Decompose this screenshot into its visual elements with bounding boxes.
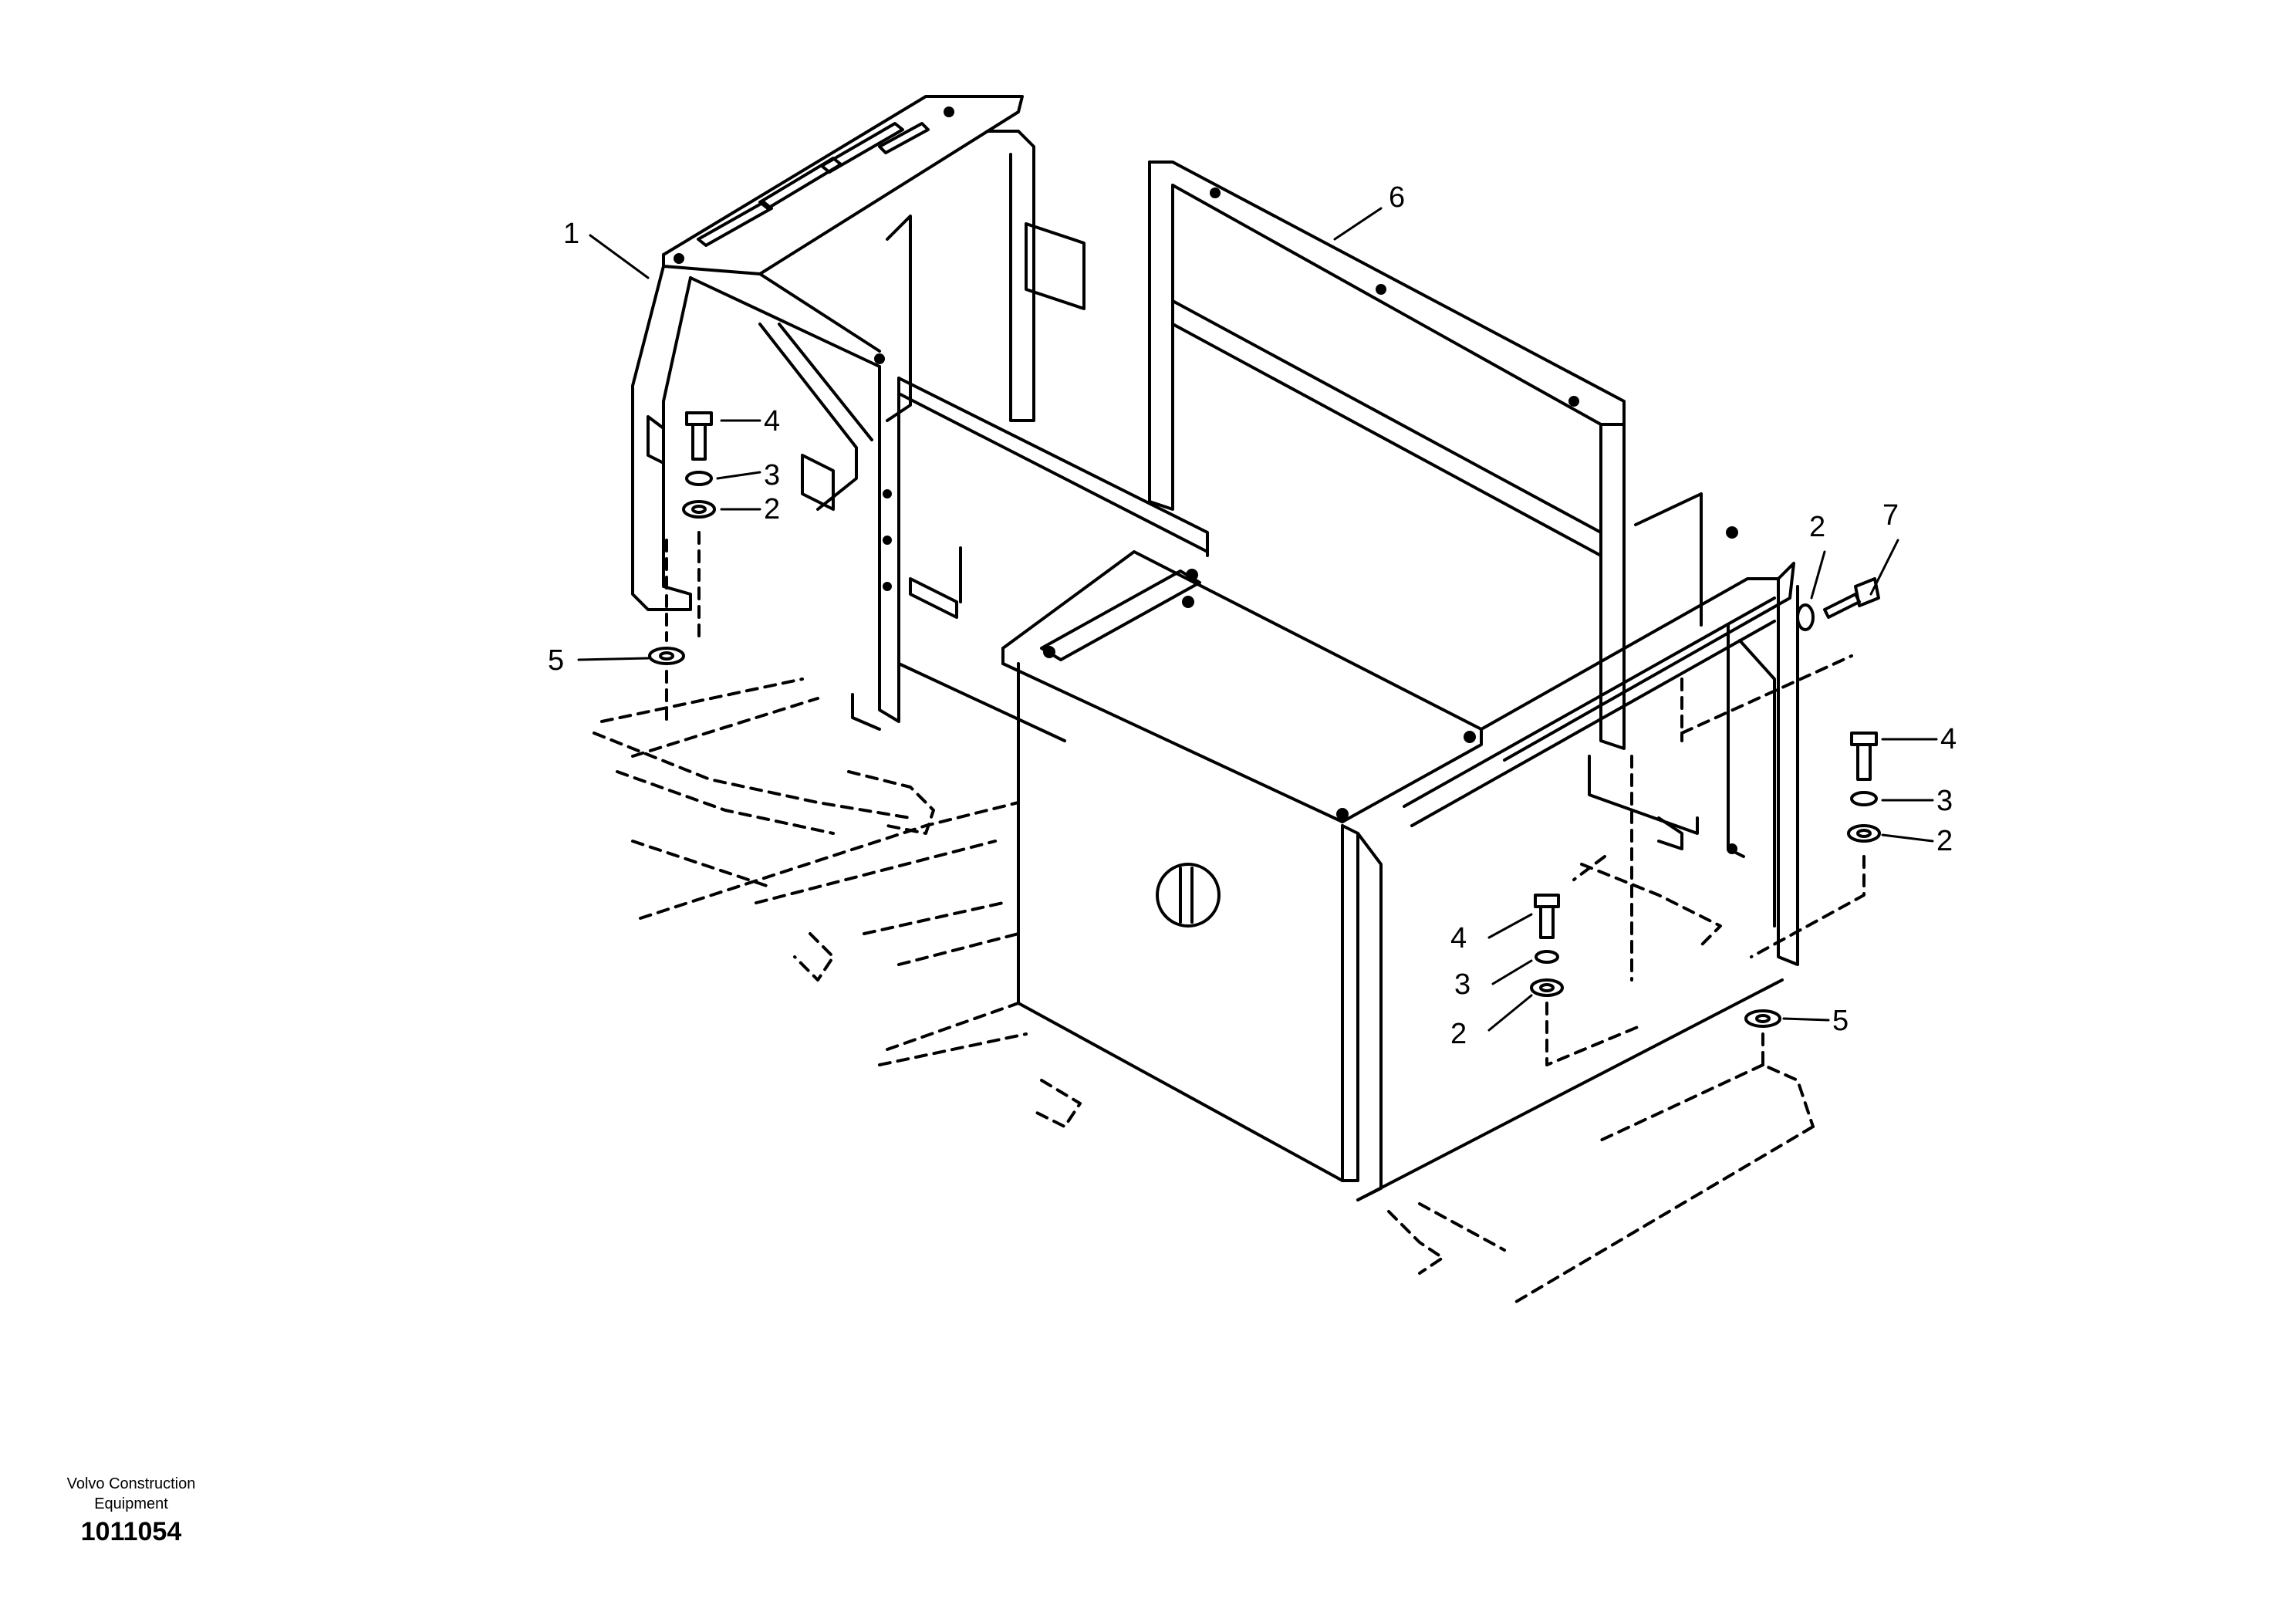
battery-box: [1001, 550, 1784, 1201]
callout-labels: 1 4 3 2 5 6 2 7 4 3 2 5 4 3 2: [548, 181, 1957, 1050]
callout-4: 4: [1940, 723, 1957, 755]
callout-6: 6: [1389, 181, 1405, 214]
callout-3: 3: [1454, 968, 1470, 1001]
hardware-right-stack: [1744, 732, 1881, 1028]
callout-2: 2: [1450, 1018, 1467, 1050]
dashed-context-lines: [593, 531, 1866, 1306]
part-6-rear-frame: [1148, 161, 1626, 750]
footer-company: Volvo Construction Equipment: [31, 1474, 231, 1514]
company-line-2: Equipment: [94, 1495, 168, 1512]
callout-1: 1: [563, 218, 579, 250]
drawing-number: 1011054: [80, 1517, 182, 1546]
callout-2: 2: [764, 493, 780, 525]
part-1-left-frame: [631, 95, 1209, 742]
hardware-left-stack: [648, 411, 716, 665]
callout-2: 2: [1936, 825, 1953, 857]
callout-4: 4: [1450, 922, 1467, 955]
leader-lines: [577, 207, 1938, 1032]
company-line-1: Volvo Construction: [66, 1475, 196, 1492]
hardware-middle-stack: [1530, 894, 1564, 997]
right-frame: [1403, 492, 1799, 966]
callout-4: 4: [764, 405, 780, 438]
callout-3: 3: [764, 459, 780, 492]
hardware-top-right: [1796, 577, 1880, 631]
callout-5: 5: [1832, 1005, 1849, 1037]
callout-7: 7: [1882, 499, 1899, 532]
callout-2: 2: [1809, 511, 1825, 543]
callout-5: 5: [548, 644, 564, 677]
callout-3: 3: [1936, 785, 1953, 817]
